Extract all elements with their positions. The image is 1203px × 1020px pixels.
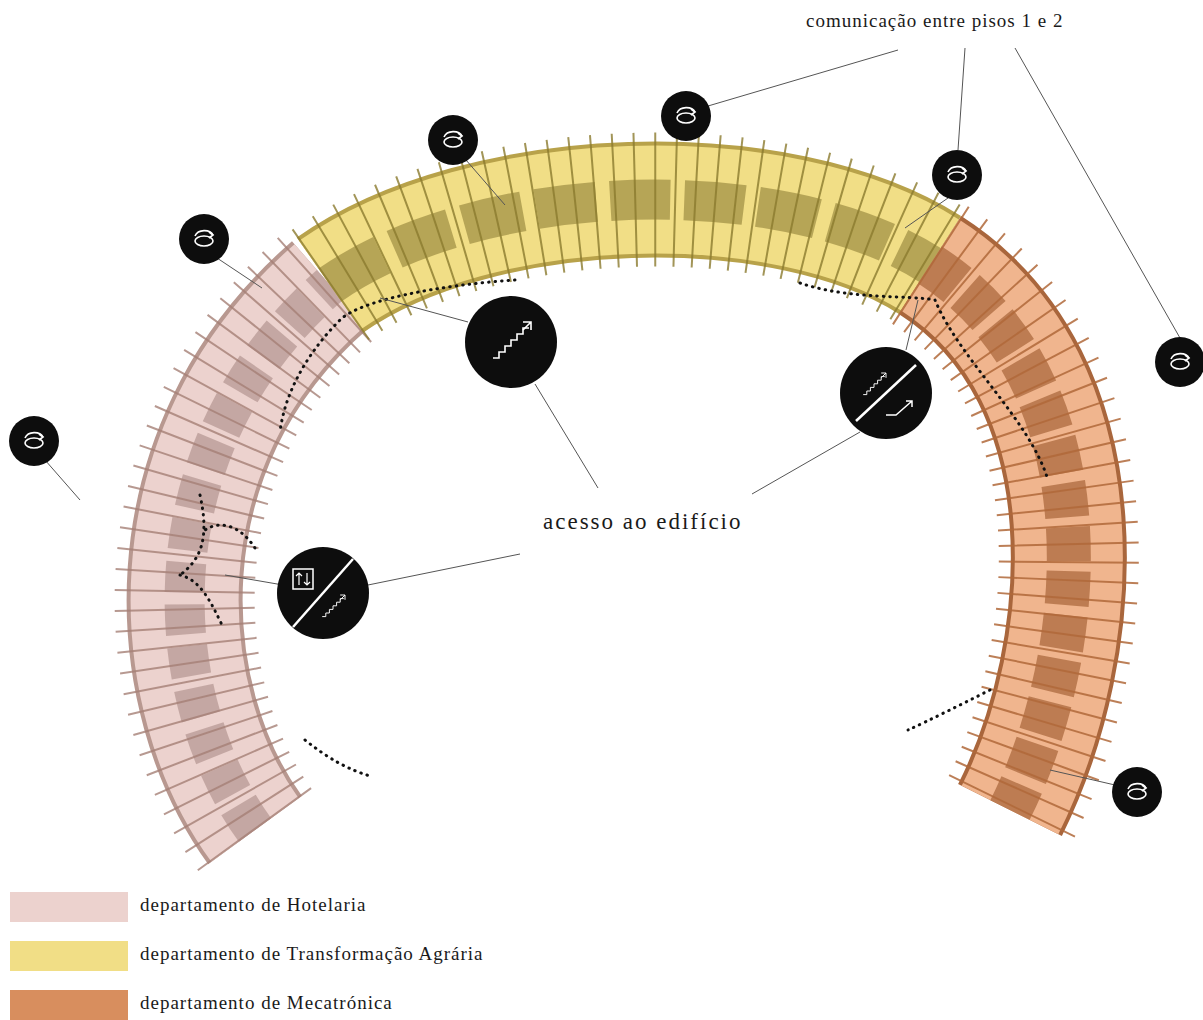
mecatronica-wing	[930, 265, 1069, 810]
annotation-label: acesso ao edifício	[540, 509, 745, 535]
stair-icons	[9, 91, 1203, 817]
legend-text: departamento de Transformação Agrária	[140, 943, 484, 965]
leader-lines	[45, 48, 1180, 785]
legend-swatch	[10, 990, 128, 1020]
legend-swatch	[10, 892, 128, 922]
legend-text: departamento de Hotelaria	[140, 894, 367, 916]
access-paths	[180, 280, 1048, 776]
legend-text: departamento de Mecatrónica	[140, 992, 393, 1014]
annotation-label: comunicação entre pisos 1 e 2	[803, 10, 1066, 32]
legend-swatch	[10, 941, 128, 971]
agraria-wing	[330, 200, 930, 285]
